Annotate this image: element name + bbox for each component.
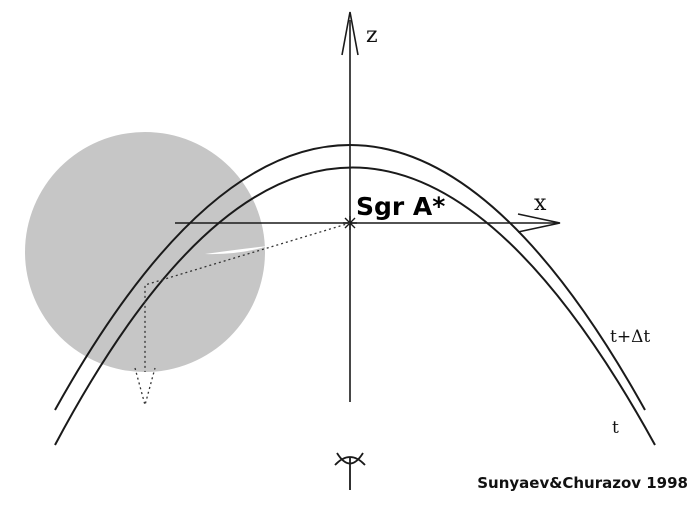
reflection-highlight xyxy=(205,246,268,255)
x-axis-arrowhead xyxy=(517,213,561,233)
z-axis-arrowhead xyxy=(341,11,359,56)
wavefront-t-label: t xyxy=(612,418,619,438)
wavefront-t xyxy=(54,166,656,446)
molecular-cloud xyxy=(25,132,265,372)
x-axis-label: x xyxy=(534,191,547,216)
source-label: Sgr A* xyxy=(356,192,445,221)
photon-path-arrow xyxy=(134,367,156,408)
photon-path xyxy=(144,222,351,372)
figure-credit: Sunyaev&Churazov 1998 xyxy=(477,474,688,492)
wavefront-t-plus-dt-label: t+Δt xyxy=(610,327,650,347)
z-axis-label: z xyxy=(366,23,378,48)
eye-icon xyxy=(334,452,366,490)
